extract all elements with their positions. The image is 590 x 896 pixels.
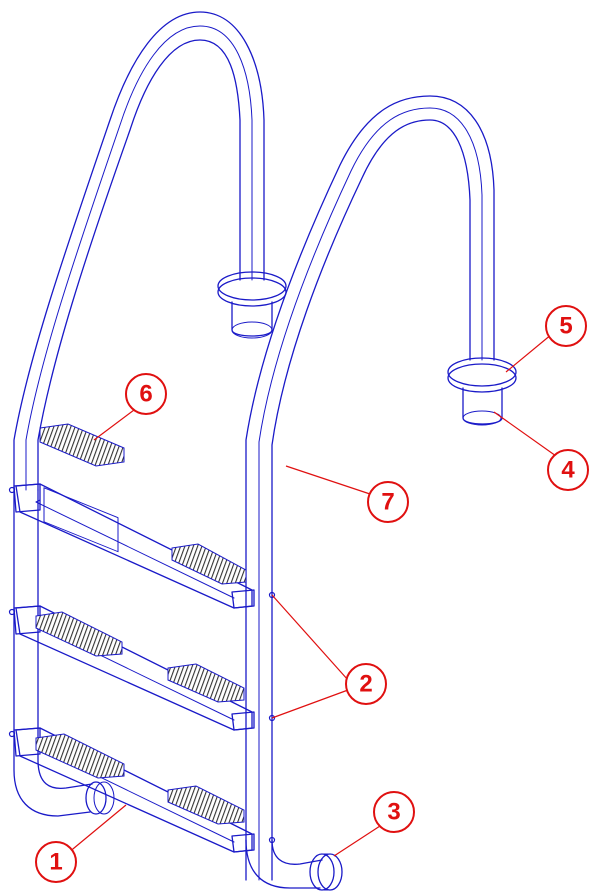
fastener-dots xyxy=(8,486,276,844)
callout-4-label: 4 xyxy=(561,457,575,484)
tread-pad-middle-left xyxy=(35,611,123,657)
callout-2-label: 2 xyxy=(359,671,372,698)
callout-5-label: 5 xyxy=(559,313,572,340)
callout-7: 7 xyxy=(367,481,409,523)
callout-6-label: 6 xyxy=(139,381,152,408)
left-anchor-cup xyxy=(217,271,287,339)
callout-7-label: 7 xyxy=(381,489,394,516)
left-handrail xyxy=(13,11,265,491)
left-lower-tube xyxy=(13,489,93,817)
tread-pad-middle-right xyxy=(167,663,245,703)
right-anchor-cup xyxy=(447,357,517,426)
foot-cap-right xyxy=(309,853,343,891)
step-middle xyxy=(13,605,255,731)
callout-1: 1 xyxy=(35,841,77,883)
callout-2: 2 xyxy=(345,663,387,705)
callout-1-label: 1 xyxy=(49,849,62,876)
leader-lines xyxy=(61,333,557,859)
loose-tread-pad xyxy=(39,423,125,467)
tread-pad-bottom-left xyxy=(35,733,125,779)
tread-pad-top xyxy=(171,543,247,585)
callout-5: 5 xyxy=(545,305,587,347)
step-bottom xyxy=(13,727,255,853)
step-top xyxy=(13,483,255,609)
callout-3: 3 xyxy=(373,791,415,833)
right-handrail xyxy=(245,95,495,889)
callout-6: 6 xyxy=(125,373,167,415)
tread-pad-bottom-right xyxy=(167,785,245,825)
callout-3-label: 3 xyxy=(387,799,400,826)
callout-4: 4 xyxy=(547,449,589,491)
